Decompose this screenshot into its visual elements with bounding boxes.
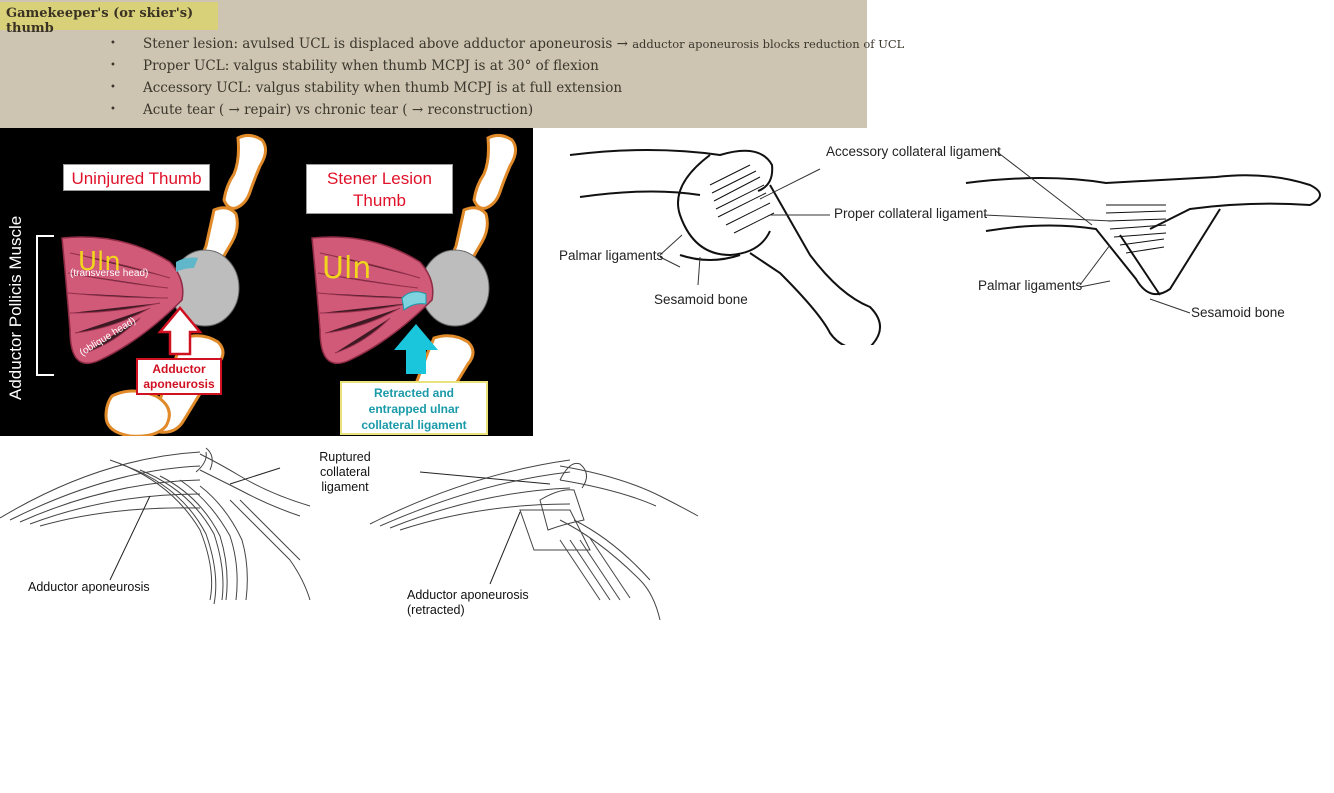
notes-panel: Gamekeeper's (or skier's) thumb • Stener… [0, 0, 867, 128]
bullet-glyph: • [110, 77, 116, 99]
transverse-head-label: (transverse head) [70, 268, 148, 279]
muscle-bracket [36, 235, 54, 376]
bullet-text: Stener lesion: avulsed UCL is displaced … [143, 36, 632, 52]
sesamoid-right-label: Sesamoid bone [1191, 305, 1285, 320]
bullet-glyph: • [110, 33, 116, 55]
adductor-aponeurosis-left-label: Adductor aponeurosis [28, 580, 150, 595]
bullet-text: Proper UCL: valgus stability when thumb … [143, 55, 599, 77]
uln-mark-right: Uln [322, 251, 371, 286]
proper-collateral-label: Proper collateral ligament [834, 206, 987, 221]
bullet-text: Acute tear ( → repair) vs chronic tear (… [143, 99, 533, 121]
bullet-glyph: • [110, 55, 116, 77]
palmar-ligaments-right-label: Palmar ligaments [978, 278, 1082, 293]
bullet-glyph: • [110, 99, 116, 121]
ruptured-collateral-label: Ruptured collateral ligament [293, 450, 397, 495]
stener-lesion-title: Stener Lesion Thumb [306, 164, 453, 214]
bullet-text-small: adductor aponeurosis blocks reduction of… [632, 37, 904, 51]
accessory-collateral-label: Accessory collateral ligament [826, 144, 1001, 159]
adductor-pollicis-label: Adductor Pollicis Muscle [6, 216, 26, 400]
retracted-ucl-label: Retracted and entrapped ulnar collateral… [340, 381, 488, 435]
adductor-aponeurosis-retracted-label: Adductor aponeurosis (retracted) [407, 588, 529, 618]
notes-title: Gamekeeper's (or skier's) thumb [0, 2, 218, 30]
bullet-text: Accessory UCL: valgus stability when thu… [143, 77, 622, 99]
adductor-aponeurosis-label: Adductor aponeurosis [136, 358, 222, 395]
uninjured-thumb-title: Uninjured Thumb [63, 164, 210, 191]
sesamoid-left-label: Sesamoid bone [654, 292, 748, 307]
palmar-ligaments-left-label: Palmar ligaments [559, 248, 663, 263]
